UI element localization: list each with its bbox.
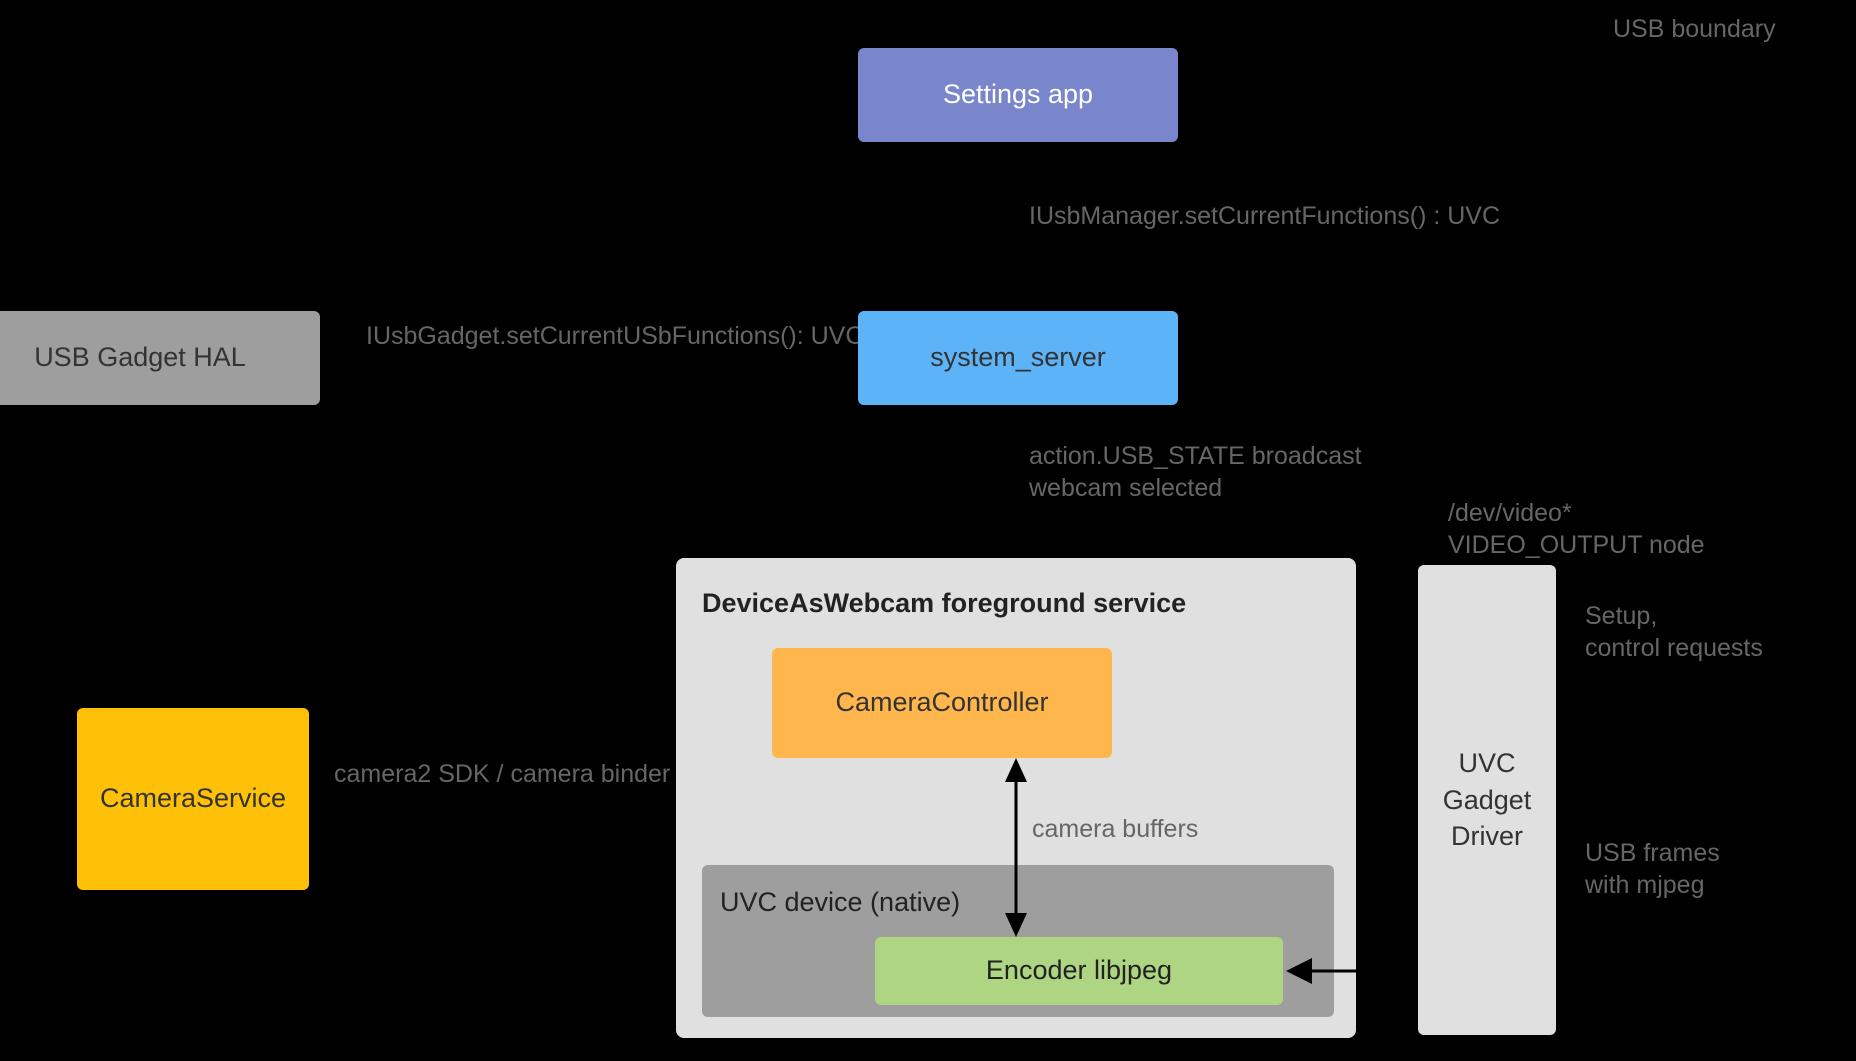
node-encoder-libjpeg-label: Encoder libjpeg bbox=[985, 955, 1173, 986]
node-camera-controller-label: CameraController bbox=[835, 687, 1049, 718]
node-uvc-gadget-driver-label: UVC Gadget Driver bbox=[1442, 748, 1532, 852]
node-uvc-gadget-driver[interactable]: UVC Gadget Driver bbox=[1418, 565, 1556, 1035]
node-camera-controller[interactable]: CameraController bbox=[772, 648, 1112, 758]
node-camera-service-label: CameraService bbox=[99, 783, 287, 814]
label-camera-buffers: camera buffers bbox=[1032, 815, 1199, 843]
node-encoder-libjpeg[interactable]: Encoder libjpeg bbox=[875, 937, 1283, 1005]
label-iusbmanager-setcurrentfunctions: IUsbManager.setCurrentFunctions() : UVC bbox=[1029, 202, 1501, 230]
label-usb-state-broadcast: action.USB_STATE broadcast webcam select… bbox=[1029, 442, 1362, 502]
node-usb-gadget-hal-label: USB Gadget HAL bbox=[34, 342, 246, 373]
node-system-server[interactable]: system_server bbox=[858, 311, 1178, 405]
node-settings-app[interactable]: Settings app bbox=[858, 48, 1178, 142]
label-dev-video-node: /dev/video* VIDEO_OUTPUT node bbox=[1448, 499, 1705, 559]
node-system-server-label: system_server bbox=[930, 342, 1106, 373]
node-usb-gadget-hal[interactable]: USB Gadget HAL bbox=[0, 311, 320, 405]
node-camera-service[interactable]: CameraService bbox=[77, 708, 309, 890]
label-iusbgadget-setcurrentusbfunctions: IUsbGadget.setCurrentUSbFunctions(): UVC bbox=[366, 322, 864, 350]
node-settings-app-label: Settings app bbox=[942, 79, 1094, 110]
label-camera2-sdk-binder: camera2 SDK / camera binder bbox=[334, 760, 671, 788]
label-setup-control-requests: Setup, control requests bbox=[1585, 602, 1763, 662]
node-uvc-device-native-label: UVC device (native) bbox=[720, 887, 961, 917]
label-usb-boundary: USB boundary bbox=[1613, 15, 1776, 43]
node-deviceaswebcam-title: DeviceAsWebcam foreground service bbox=[702, 588, 1187, 618]
label-usb-frames-mjpeg: USB frames with mjpeg bbox=[1585, 839, 1720, 899]
